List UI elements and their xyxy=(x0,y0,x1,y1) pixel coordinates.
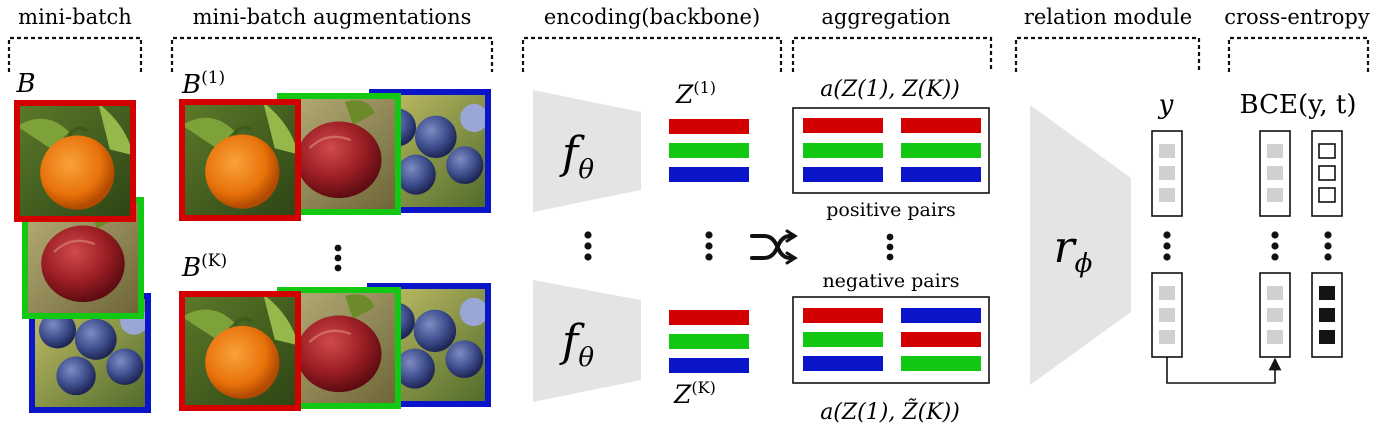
augmentation-row-k xyxy=(179,283,491,411)
batch-symbol: B xyxy=(15,69,35,99)
bce-ellipsis xyxy=(1271,231,1332,261)
agg-top-formula: a(Z(1), Z(K)) xyxy=(820,77,960,102)
y-label: y xyxy=(1158,90,1174,120)
bracket-aggregation xyxy=(791,36,993,72)
encoder-trapezoid-bottom xyxy=(533,280,641,402)
y-to-bce-arrow xyxy=(1166,357,1282,384)
y-vector-top xyxy=(1151,130,1183,217)
bracket-cross-entropy xyxy=(1227,36,1370,72)
agg-bottom-formula: a(Z(1), Z̃(K)) xyxy=(820,399,960,425)
header-aggregation: aggregation xyxy=(821,5,950,29)
dashed-brackets xyxy=(7,36,1370,72)
z1-label: Z(1) xyxy=(675,78,716,109)
batch-aug-1-label: B(1) xyxy=(181,68,225,100)
bracket-relation xyxy=(1014,36,1201,72)
section-headers: mini-batch mini-batch augmentations enco… xyxy=(18,5,1370,29)
target-vector-top xyxy=(1311,130,1343,217)
orange-image xyxy=(179,291,301,411)
bce-y-vector-top xyxy=(1259,130,1291,217)
bracket-encoding xyxy=(521,36,783,72)
header-augmentations: mini-batch augmentations xyxy=(193,5,472,29)
positive-pairs-bars xyxy=(803,118,981,182)
header-mini-batch: mini-batch xyxy=(18,5,132,29)
shuffle-icon xyxy=(750,229,798,265)
encoder-ellipsis xyxy=(584,231,592,261)
negative-pairs-bars xyxy=(803,308,981,371)
mini-batch-images xyxy=(14,100,151,413)
header-cross-entropy: cross-entropy xyxy=(1224,5,1370,29)
encoder-trapezoid-top xyxy=(533,90,641,212)
orange-image xyxy=(14,100,136,222)
orange-image xyxy=(179,99,301,221)
positive-pairs-label: positive pairs xyxy=(826,199,956,221)
augmentation-ellipsis xyxy=(334,244,342,272)
bracket-augmentations xyxy=(170,36,494,72)
negative-pairs-label: negative pairs xyxy=(822,270,959,292)
bce-y-vector-bottom xyxy=(1259,272,1291,358)
batch-aug-k-label: B(K) xyxy=(181,251,227,283)
augmentation-row-1 xyxy=(179,89,491,221)
z1-embeddings xyxy=(669,119,749,182)
bracket-mini-batch xyxy=(7,36,143,72)
target-vector-bottom xyxy=(1311,272,1343,358)
header-relation: relation module xyxy=(1024,5,1192,29)
r-phi: rϕ xyxy=(1054,222,1093,279)
header-encoding: encoding(backbone) xyxy=(544,5,760,29)
bce-label: BCE(y, t) xyxy=(1240,90,1357,120)
z-ellipsis xyxy=(705,231,713,261)
f-theta-top: fθ xyxy=(559,128,594,185)
y-vector-bottom xyxy=(1151,272,1183,358)
aggregation-ellipsis xyxy=(886,233,894,261)
y-ellipsis xyxy=(1163,231,1171,261)
relation-trapezoid xyxy=(1030,105,1131,385)
zk-label: Z(K) xyxy=(673,378,716,409)
zk-embeddings xyxy=(669,310,749,373)
